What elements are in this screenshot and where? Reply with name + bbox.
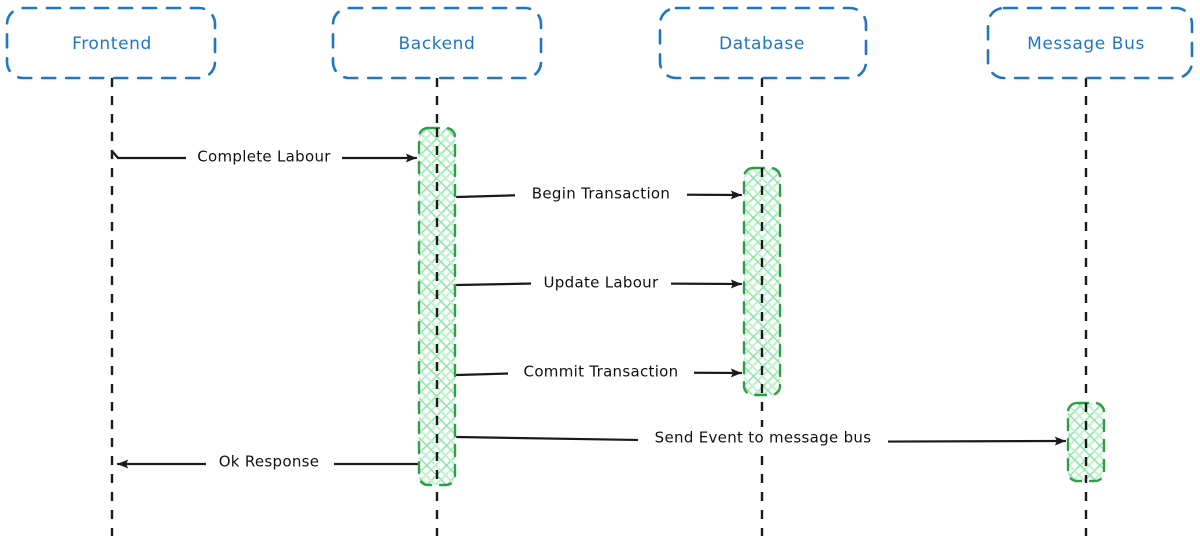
participant-box-database [658, 6, 868, 80]
participant-box-backend [331, 6, 543, 80]
message-label-bg-1 [186, 146, 342, 168]
message-update-labour[interactable]: Update Labour [455, 272, 743, 294]
message-complete-labour[interactable]: Complete Labour [110, 146, 418, 168]
participant-backend[interactable]: Backend [331, 6, 543, 80]
message-begin-transaction[interactable]: Begin Transaction [455, 183, 743, 205]
message-label-bg-3 [531, 272, 671, 294]
activation-backend [417, 126, 457, 487]
messages-group: Complete Labour Begin Transaction Update… [110, 146, 1067, 474]
message-label-4: Commit Transaction [524, 363, 679, 381]
message-label-5: Send Event to message bus [655, 429, 872, 447]
message-label-bg-5 [638, 427, 888, 449]
message-send-event[interactable]: Send Event to message bus [455, 427, 1067, 449]
participant-label-backend: Backend [399, 34, 476, 54]
message-label-bg-2 [515, 183, 687, 205]
participant-box-messagebus [986, 6, 1194, 80]
message-label-1: Complete Labour [197, 148, 331, 166]
participant-label-messagebus: Message Bus [1027, 34, 1145, 54]
participant-label-frontend: Frontend [72, 34, 152, 54]
participant-label-database: Database [719, 34, 805, 54]
participant-frontend[interactable]: Frontend [5, 6, 217, 80]
lifeline-overlay-group [435, 128, 1088, 485]
message-label-bg-6 [206, 452, 334, 474]
message-ok-response[interactable]: Ok Response [116, 452, 419, 474]
participant-messagebus[interactable]: Message Bus [986, 6, 1194, 80]
message-label-2: Begin Transaction [532, 185, 670, 203]
message-label-6: Ok Response [219, 453, 320, 471]
participants-group: Frontend Backend Database Message Bus [5, 6, 1194, 80]
message-label-bg-4 [508, 361, 694, 383]
participant-box-frontend [5, 6, 217, 80]
participant-database[interactable]: Database [658, 6, 868, 80]
activations-group [417, 126, 1106, 487]
message-label-3: Update Labour [544, 274, 659, 292]
message-commit-transaction[interactable]: Commit Transaction [455, 361, 743, 383]
